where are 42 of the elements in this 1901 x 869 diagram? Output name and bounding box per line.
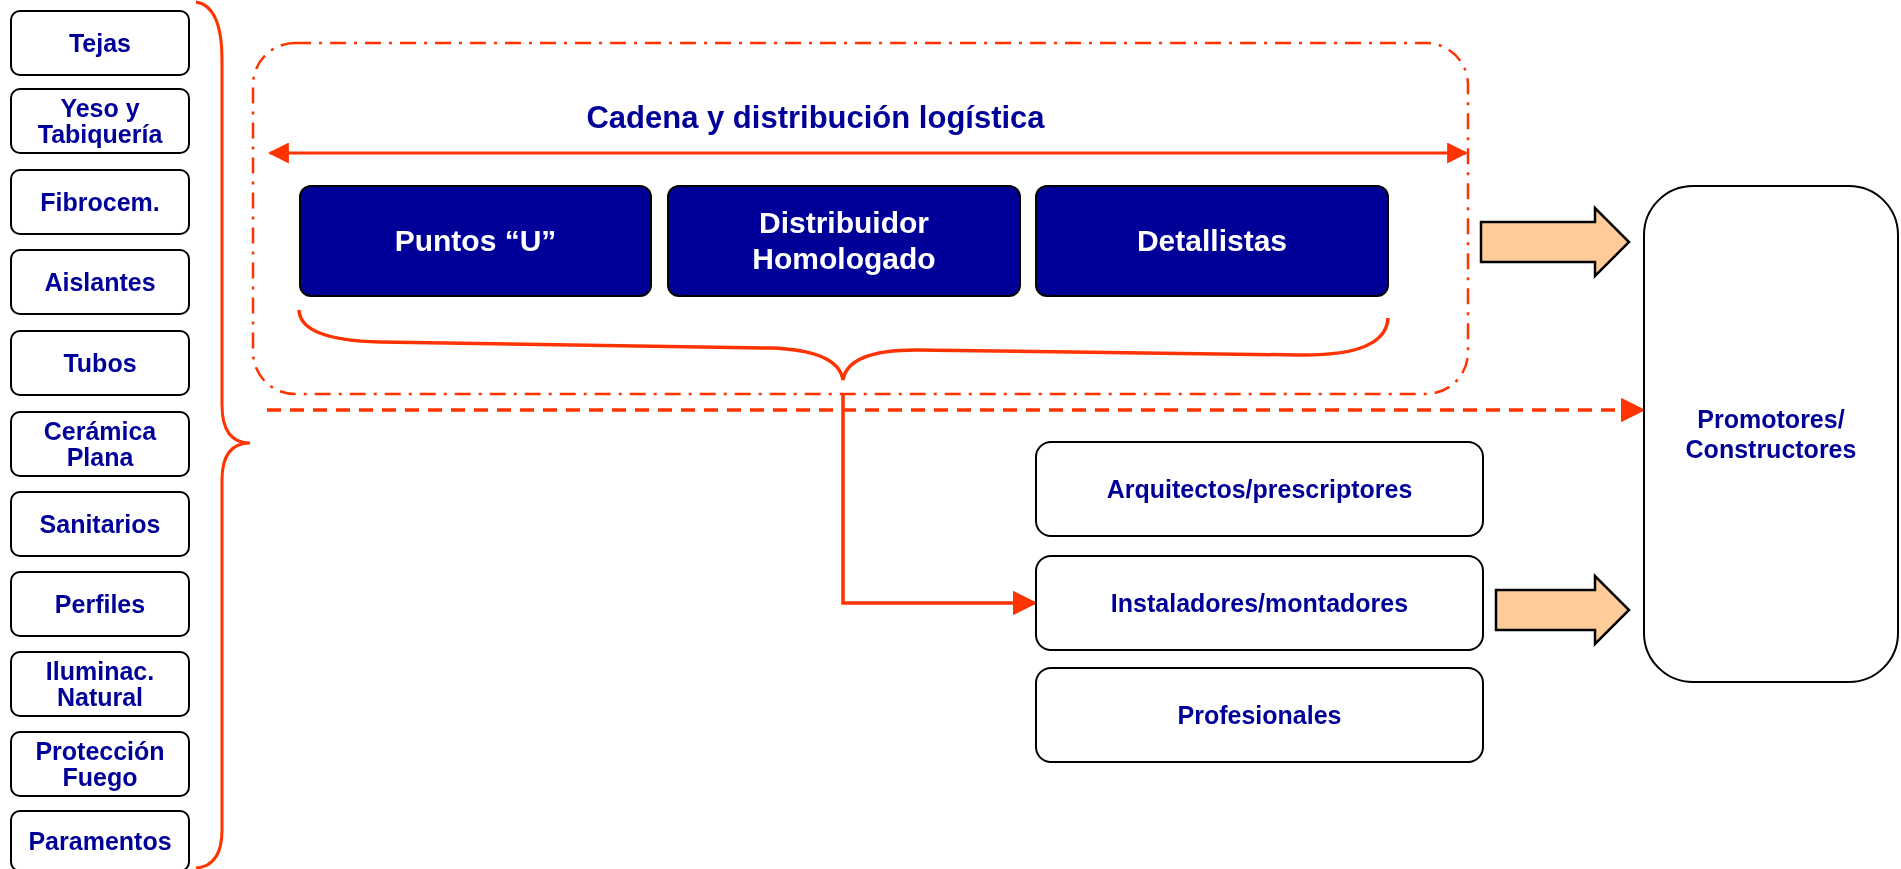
arrow bbox=[267, 397, 1646, 423]
channel-box bbox=[299, 185, 652, 297]
group-title: Cadena y distribución logística bbox=[586, 100, 1045, 136]
box-label: Fibrocem. bbox=[40, 188, 160, 216]
product-box bbox=[10, 411, 190, 477]
box-label: Sanitarios bbox=[39, 510, 161, 538]
box-label: Protección Fuego bbox=[34, 737, 166, 791]
box-label: Aislantes bbox=[44, 268, 156, 296]
box-label: Iluminac. Natural bbox=[44, 657, 156, 711]
product-box bbox=[10, 10, 190, 76]
box-label: Detallistas bbox=[1136, 223, 1288, 259]
box-label: Tejas bbox=[68, 29, 132, 57]
box-label: Puntos “U” bbox=[394, 223, 557, 259]
box-label: Arquitectos/prescriptores bbox=[1106, 474, 1413, 504]
role-box bbox=[1035, 441, 1484, 537]
product-box bbox=[10, 810, 190, 869]
dashed-group-frame bbox=[252, 42, 1469, 395]
customer-box bbox=[1643, 185, 1899, 683]
box-label: Profesionales bbox=[1177, 700, 1342, 730]
box-label: Paramentos bbox=[28, 827, 172, 855]
channel-box bbox=[667, 185, 1021, 297]
product-box bbox=[10, 169, 190, 235]
product-box bbox=[10, 571, 190, 637]
product-box bbox=[10, 491, 190, 557]
box-label: Perfiles bbox=[54, 590, 146, 618]
box-label: Cerámica Plana bbox=[42, 417, 158, 471]
box-label: Distribuidor Homologado bbox=[751, 205, 937, 277]
product-box bbox=[10, 88, 190, 154]
block-arrow bbox=[1479, 205, 1631, 279]
product-box bbox=[10, 731, 190, 797]
box-label: Instaladores/montadores bbox=[1110, 588, 1409, 618]
product-box bbox=[10, 651, 190, 717]
box-label: Tubos bbox=[63, 349, 137, 377]
arrow bbox=[841, 395, 1038, 616]
role-box bbox=[1035, 555, 1484, 651]
role-box bbox=[1035, 667, 1484, 763]
product-box bbox=[10, 249, 190, 315]
block-arrow bbox=[1494, 573, 1631, 647]
box-label: Yeso y Tabiquería bbox=[36, 94, 164, 148]
box-label: Promotores/ Constructores bbox=[1684, 404, 1858, 464]
channel-box bbox=[1035, 185, 1389, 297]
product-box bbox=[10, 330, 190, 396]
